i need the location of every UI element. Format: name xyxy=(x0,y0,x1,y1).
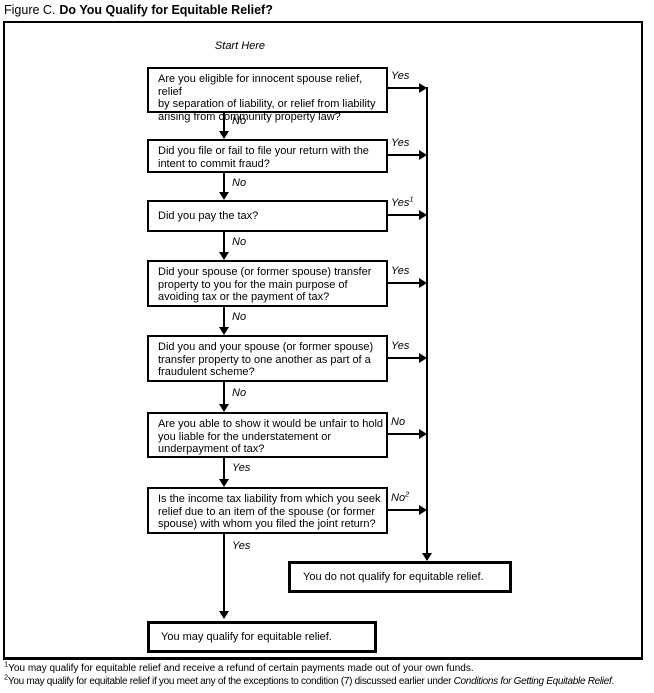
connector-line xyxy=(387,154,419,156)
right-arrow-icon xyxy=(419,278,427,288)
footnote-2: 2You may qualify for equitable relief if… xyxy=(4,672,614,687)
down-arrow-icon xyxy=(219,192,229,200)
connector-line xyxy=(223,306,225,328)
right-arrow-icon xyxy=(419,83,427,93)
connector-line xyxy=(387,282,419,284)
figure-title: Figure C.Do You Qualify for Equitable Re… xyxy=(4,3,273,17)
branch-label-right-6: No xyxy=(391,416,406,428)
footnote-1: 1You may qualify for equitable relief an… xyxy=(4,659,474,674)
branch-label-right-4: Yes xyxy=(391,265,410,277)
connector-line xyxy=(223,381,225,405)
question-box-6: Are you able to show it would be unfair … xyxy=(147,412,388,458)
outcome-text: You do not qualify for equitable relief. xyxy=(303,571,484,583)
question-text: Is the income tax liability from which y… xyxy=(158,493,381,530)
connector-line xyxy=(223,533,225,612)
outcome-box-not-qualify: You do not qualify for equitable relief. xyxy=(288,561,512,593)
footnote-marker: 1 xyxy=(4,659,9,669)
connector-line xyxy=(223,172,225,193)
branch-label-down-5: No xyxy=(232,387,247,399)
question-box-4: Did your spouse (or former spouse) trans… xyxy=(147,260,388,307)
footnote-ref: 1 xyxy=(409,194,414,204)
question-box-2: Did you file or fail to file your return… xyxy=(147,139,388,173)
connector-line xyxy=(387,214,419,216)
right-arrow-icon xyxy=(419,150,427,160)
footnote-marker: 2 xyxy=(4,672,8,682)
down-arrow-icon xyxy=(219,252,229,260)
right-arrow-icon xyxy=(419,353,427,363)
question-box-1: Are you eligible for innocent spouse rel… xyxy=(147,67,388,123)
branch-label-right-5: Yes xyxy=(391,340,410,352)
footnote-ref: 2 xyxy=(405,489,410,499)
question-box-7: Is the income tax liability from which y… xyxy=(147,487,388,534)
down-arrow-icon xyxy=(422,553,432,561)
connector-line xyxy=(223,457,225,480)
down-arrow-icon xyxy=(219,131,229,139)
connector-line xyxy=(387,87,419,89)
branch-label-right-7: No2 xyxy=(391,489,410,504)
question-box-3: Did you pay the tax? xyxy=(147,200,388,232)
question-text: Did you and your spouse (or former spous… xyxy=(158,341,374,378)
right-arrow-icon xyxy=(419,210,427,220)
question-text: Are you able to show it would be unfair … xyxy=(158,418,384,455)
down-arrow-icon xyxy=(219,327,229,335)
branch-label-right-3: Yes1 xyxy=(391,194,414,209)
question-text: Did your spouse (or former spouse) trans… xyxy=(158,266,372,303)
branch-label-down-3: No xyxy=(232,236,247,248)
branch-label-down-2: No xyxy=(232,177,247,189)
connector-line xyxy=(223,112,225,132)
start-here-label: Start Here xyxy=(214,40,266,52)
branch-label-down-1: No xyxy=(232,115,247,127)
question-text: Did you file or fail to file your return… xyxy=(158,145,369,170)
branch-label-down-4: No xyxy=(232,311,247,323)
connector-line xyxy=(387,357,419,359)
question-text: Are you eligible for innocent spouse rel… xyxy=(158,73,376,123)
figure-title-prefix: Figure C. xyxy=(4,3,56,17)
connector-line xyxy=(387,433,419,435)
branch-label-right-2: Yes xyxy=(391,137,410,149)
right-arrow-icon xyxy=(419,505,427,515)
question-box-5: Did you and your spouse (or former spous… xyxy=(147,335,388,382)
branch-label-right-1: Yes xyxy=(391,70,410,82)
outcome-box-may-qualify: You may qualify for equitable relief. xyxy=(147,621,377,653)
down-arrow-icon xyxy=(219,611,229,619)
down-arrow-icon xyxy=(219,479,229,487)
branch-label-down-7: Yes xyxy=(232,540,251,552)
right-arrow-icon xyxy=(419,429,427,439)
merge-rail-line xyxy=(426,87,428,554)
connector-line xyxy=(387,509,419,511)
figure-title-main: Do You Qualify for Equitable Relief? xyxy=(59,3,273,17)
question-text: Did you pay the tax? xyxy=(158,209,259,222)
connector-line xyxy=(223,231,225,253)
branch-label-down-6: Yes xyxy=(232,462,251,474)
outcome-text: You may qualify for equitable relief. xyxy=(161,631,332,643)
down-arrow-icon xyxy=(219,404,229,412)
